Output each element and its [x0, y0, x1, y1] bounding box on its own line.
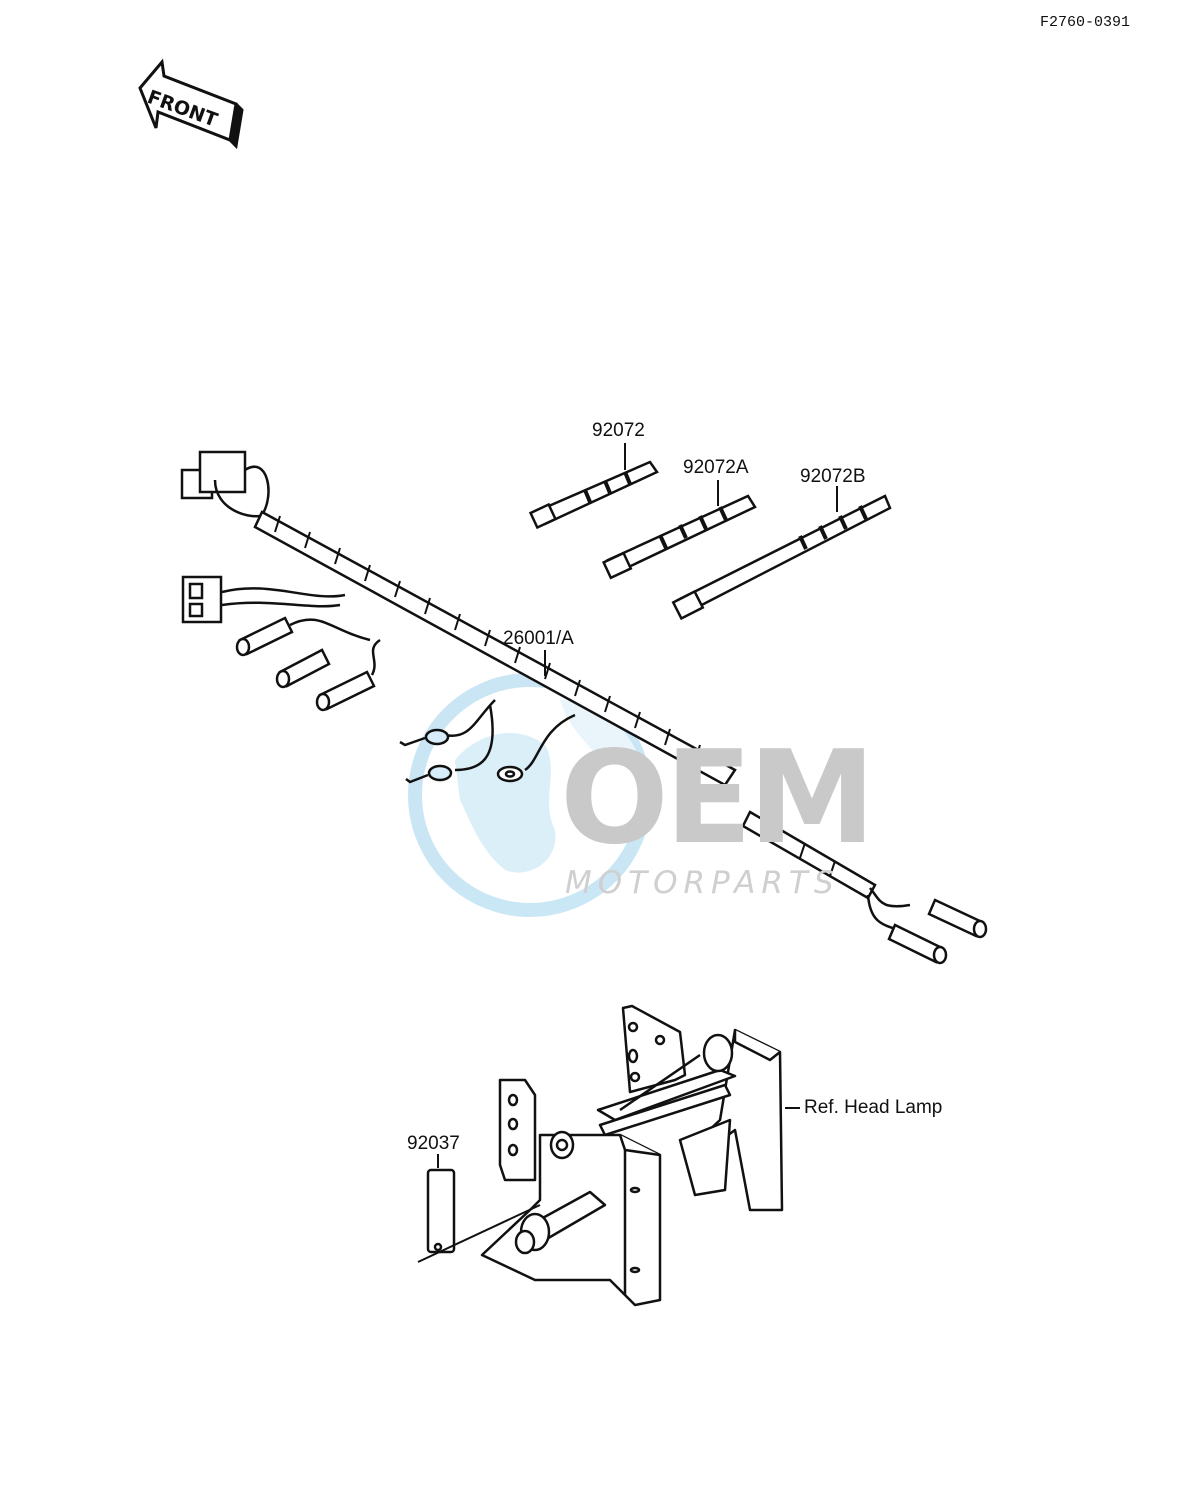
label-ref-head-lamp: Ref. Head Lamp [804, 1097, 943, 1118]
label-26001A: 26001/A [503, 628, 574, 649]
front-arrow-icon [138, 58, 244, 150]
label-92072: 92072 [592, 420, 645, 441]
strap-92072B [671, 486, 892, 621]
diagram-code: F2760-0391 [1040, 14, 1131, 31]
label-92072B: 92072B [800, 466, 866, 487]
watermark-globe [408, 673, 652, 917]
clip-92037 [417, 1154, 541, 1263]
watermark-subtext: MOTORPARTS [565, 865, 840, 901]
strap-92072A [601, 480, 757, 580]
label-92072A: 92072A [683, 457, 749, 478]
strap-92072 [528, 443, 659, 530]
head-lamp-bracket [480, 1004, 800, 1307]
label-92037: 92037 [407, 1133, 460, 1154]
wiring-harness-26001A [180, 450, 988, 965]
watermark-logo: OEM [560, 724, 876, 873]
